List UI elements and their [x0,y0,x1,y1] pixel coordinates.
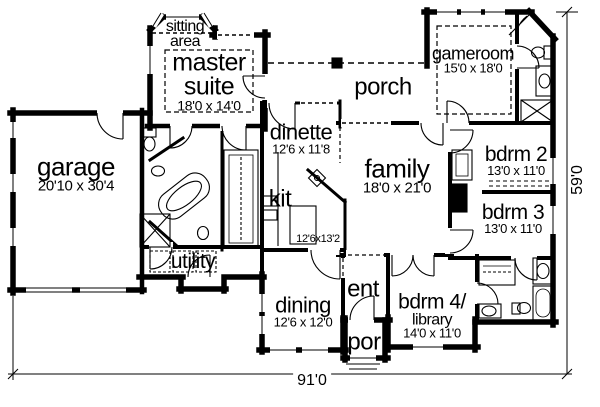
room-name: sitting [165,17,205,35]
room-label-bdrm2: bdrm 2 13'0 x 11'0 [484,142,548,178]
room-dims: 12'6 x 12'0 [273,314,333,330]
room-label-entry: ent [347,275,379,303]
toilet-icon [196,225,210,241]
vanity-icon [532,257,554,285]
room-name: garage [37,151,115,182]
room-label-bdrm3: bdrm 3 13'0 x 11'0 [481,200,545,236]
room-name: por [347,328,381,356]
room-label-front-porch: por [347,328,381,356]
room-label-master-suite: master suite 18'0 x 14'0 [172,48,246,114]
builtin-shelf [451,149,473,181]
dashed-lines [164,25,512,278]
porch-column-icon [331,57,343,69]
room-dims: 20'10 x 30'4 [37,177,115,195]
dimension-lines [7,6,578,380]
room-name: master [172,48,246,77]
room-label-porch: porch [354,73,412,101]
room-dims: 12'6x13'2 [296,232,340,245]
bdrm2-closet [489,180,550,187]
bathtub-icon [158,172,210,220]
room-name: bdrm 3 [481,200,545,224]
kitchen-sink-icon [307,168,327,188]
room-label-kitchen: kit [268,185,292,213]
overall-width-dimension: 91'0 [293,372,331,390]
fireplace-icon [451,183,468,213]
room-label-dining: dining 12'6 x 12'0 [273,292,333,330]
room-name: utility [170,250,216,274]
shower-icon [520,99,554,123]
sink-icon [150,165,166,177]
door-swings [96,12,540,321]
room-label-gameroom: gameroom 15'0 x 18'0 [431,43,515,76]
kitchen-counter [262,152,317,246]
room-name: dining [275,292,331,318]
fixtures [139,45,554,321]
room-name: bdrm 4/ [398,290,466,314]
room-label-family: family 18'0 x 21'0 [362,153,432,197]
room-name: suite [183,72,235,101]
room-label-sitting-area: sitting area [165,17,205,50]
room-name: ent [347,275,379,303]
bdrm3-closet [478,259,516,286]
room-dims: 13'0 x 11'0 [487,162,545,178]
room-name: gameroom [431,43,515,64]
room-dims: 18'0 x 21'0 [362,179,432,197]
room-name: kit [268,185,292,213]
master-closet [223,149,259,249]
toilet-icon [530,45,554,60]
shower-icon [139,213,171,248]
washer-dryer-icons [149,250,217,273]
kitchen-sink-drain [313,174,321,182]
room-label-dinette: dinette 12'6 x 11'8 [269,119,333,157]
toilet-icon [142,127,157,152]
room-name: bdrm 2 [484,142,548,166]
room-dims: 15'0 x 18'0 [443,60,503,76]
room-dims: 13'0 x 11'0 [484,220,542,236]
room-name: dinette [269,119,333,145]
vanity-icon [535,65,554,97]
windows [9,8,557,370]
room-name: area [169,33,201,50]
door-openings [97,44,537,325]
room-name: library [411,311,453,329]
room-dims: 14'0 x 11'0 [403,325,461,341]
room-label-bdrm4-library: bdrm 4/ library 14'0 x 11'0 [398,290,466,341]
room-label-utility: utility [170,250,216,274]
sink-icon [478,303,502,319]
room-name: family [364,153,430,184]
bathtub-icon [532,285,554,321]
room-label-garage: garage 20'10 x 30'4 [37,151,115,195]
overall-height-dimension: 59'0 [569,165,586,195]
room-name: porch [354,73,412,101]
room-label-kitchen-dims: 12'6x13'2 [296,232,340,245]
room-dims: 18'0 x 14'0 [177,97,241,114]
toilet-icon [511,301,532,315]
room-dims: 12'6 x 11'8 [272,141,330,157]
